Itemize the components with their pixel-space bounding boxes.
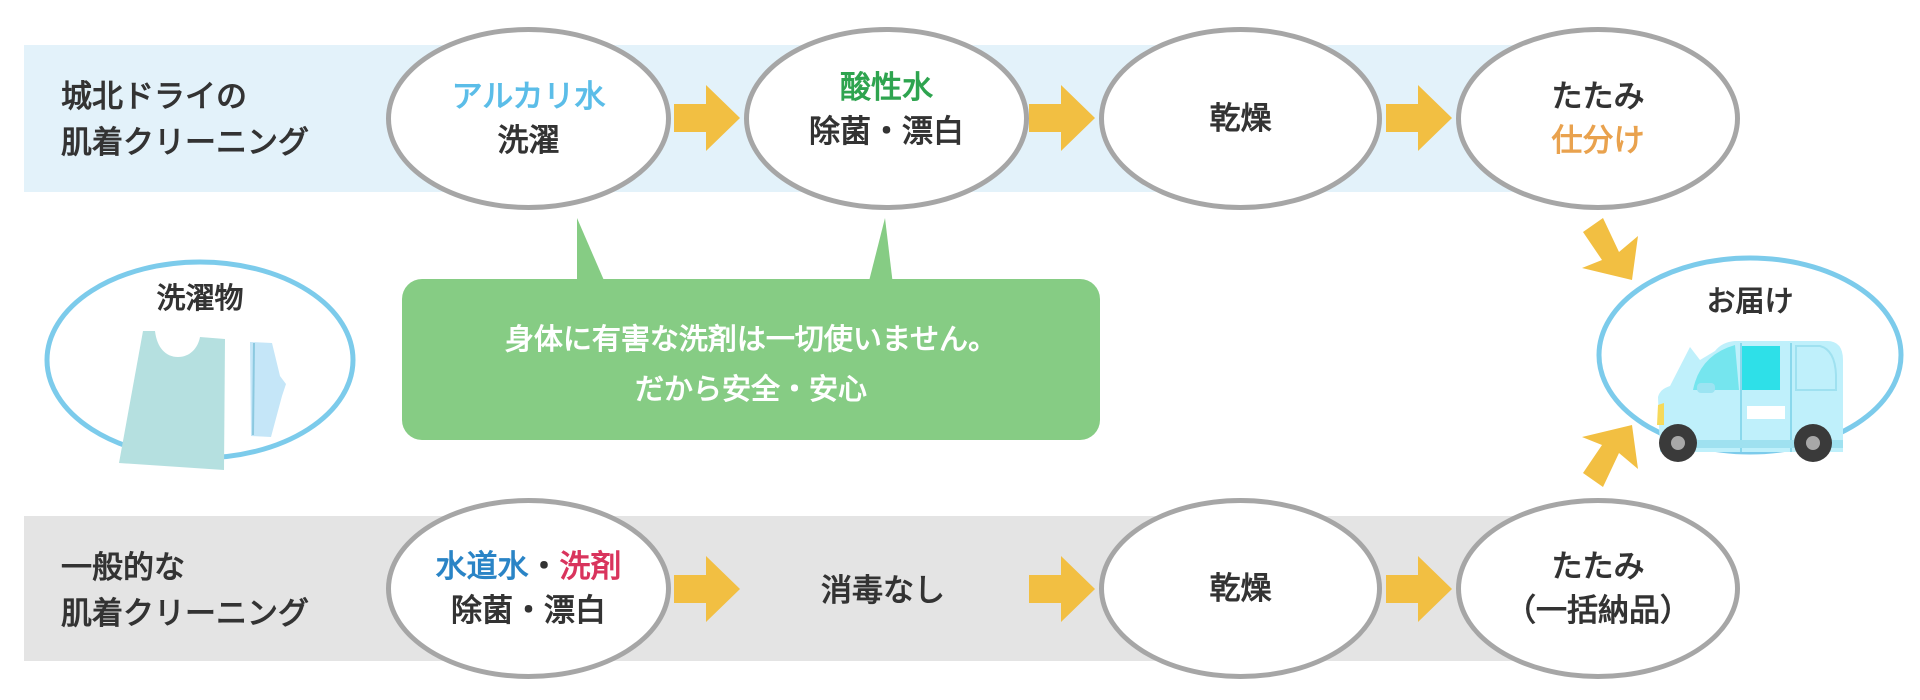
arrow-right-icon (674, 556, 740, 622)
callout-line: 身体に有害な洗剤は一切使いません。 (504, 322, 998, 356)
tap-water-text: 水道水 (435, 548, 529, 585)
step-title: 乾燥 (1209, 570, 1272, 607)
step-subtitle: 除菌・漂白 (451, 592, 606, 629)
separator: ・ (528, 548, 560, 585)
step-title: 酸性水 (840, 69, 933, 106)
step-title: たたみ (1551, 548, 1645, 585)
laundry-icon (119, 331, 286, 470)
step-title: アルカリ水 (451, 78, 606, 115)
step-drying-general: 乾燥 (1099, 498, 1382, 679)
detergent-text: 洗剤 (559, 548, 622, 585)
laundry-label: 洗濯物 (156, 281, 244, 315)
callout-line: だから安全・安心 (634, 372, 867, 406)
step-title: 乾燥 (1209, 100, 1272, 137)
step-title: たたみ (1551, 78, 1645, 115)
arrow-down-right-icon (1582, 218, 1638, 280)
step-folding-bulk: たたみ （一括納品） (1456, 498, 1740, 679)
step-subtitle: 仕分け (1551, 122, 1645, 159)
arrow-right-icon (674, 85, 740, 151)
callout-bubble-shape (402, 218, 1100, 440)
arrow-right-icon (1029, 85, 1095, 151)
step-alkaline-wash: アルカリ水 洗濯 (386, 27, 671, 210)
label-line: 城北ドライの (61, 79, 247, 115)
arrow-up-right-icon (1582, 425, 1638, 487)
callout-text: 身体に有害な洗剤は一切使いません。 だから安全・安心 (402, 314, 1100, 414)
label-line: 肌着クリーニング (61, 596, 309, 632)
step-acidic-sterilize: 酸性水 除菌・漂白 (744, 27, 1029, 210)
step-no-disinfection: 消毒なし (821, 573, 945, 609)
arrow-right-icon (1386, 556, 1452, 622)
van-icon (1657, 341, 1843, 462)
step-title: 水道水・洗剤 (436, 545, 622, 589)
arrow-right-icon (1386, 85, 1452, 151)
step-subtitle: 除菌・漂白 (809, 113, 964, 150)
step-subtitle: （一括納品） (1505, 592, 1691, 629)
label-line: 肌着クリーニング (61, 125, 309, 161)
jyohoku-label: 城北ドライの 肌着クリーニング (61, 74, 309, 166)
step-tapwater-detergent: 水道水・洗剤 除菌・漂白 (386, 498, 671, 679)
general-label: 一般的な 肌着クリーニング (61, 545, 309, 637)
step-subtitle: 洗濯 (497, 122, 560, 159)
arrow-right-icon (1029, 556, 1095, 622)
step-drying: 乾燥 (1099, 27, 1382, 210)
step-folding-sorting: たたみ 仕分け (1456, 27, 1740, 210)
label-line: 一般的な (61, 550, 185, 586)
delivery-label: お届け (1706, 284, 1794, 318)
